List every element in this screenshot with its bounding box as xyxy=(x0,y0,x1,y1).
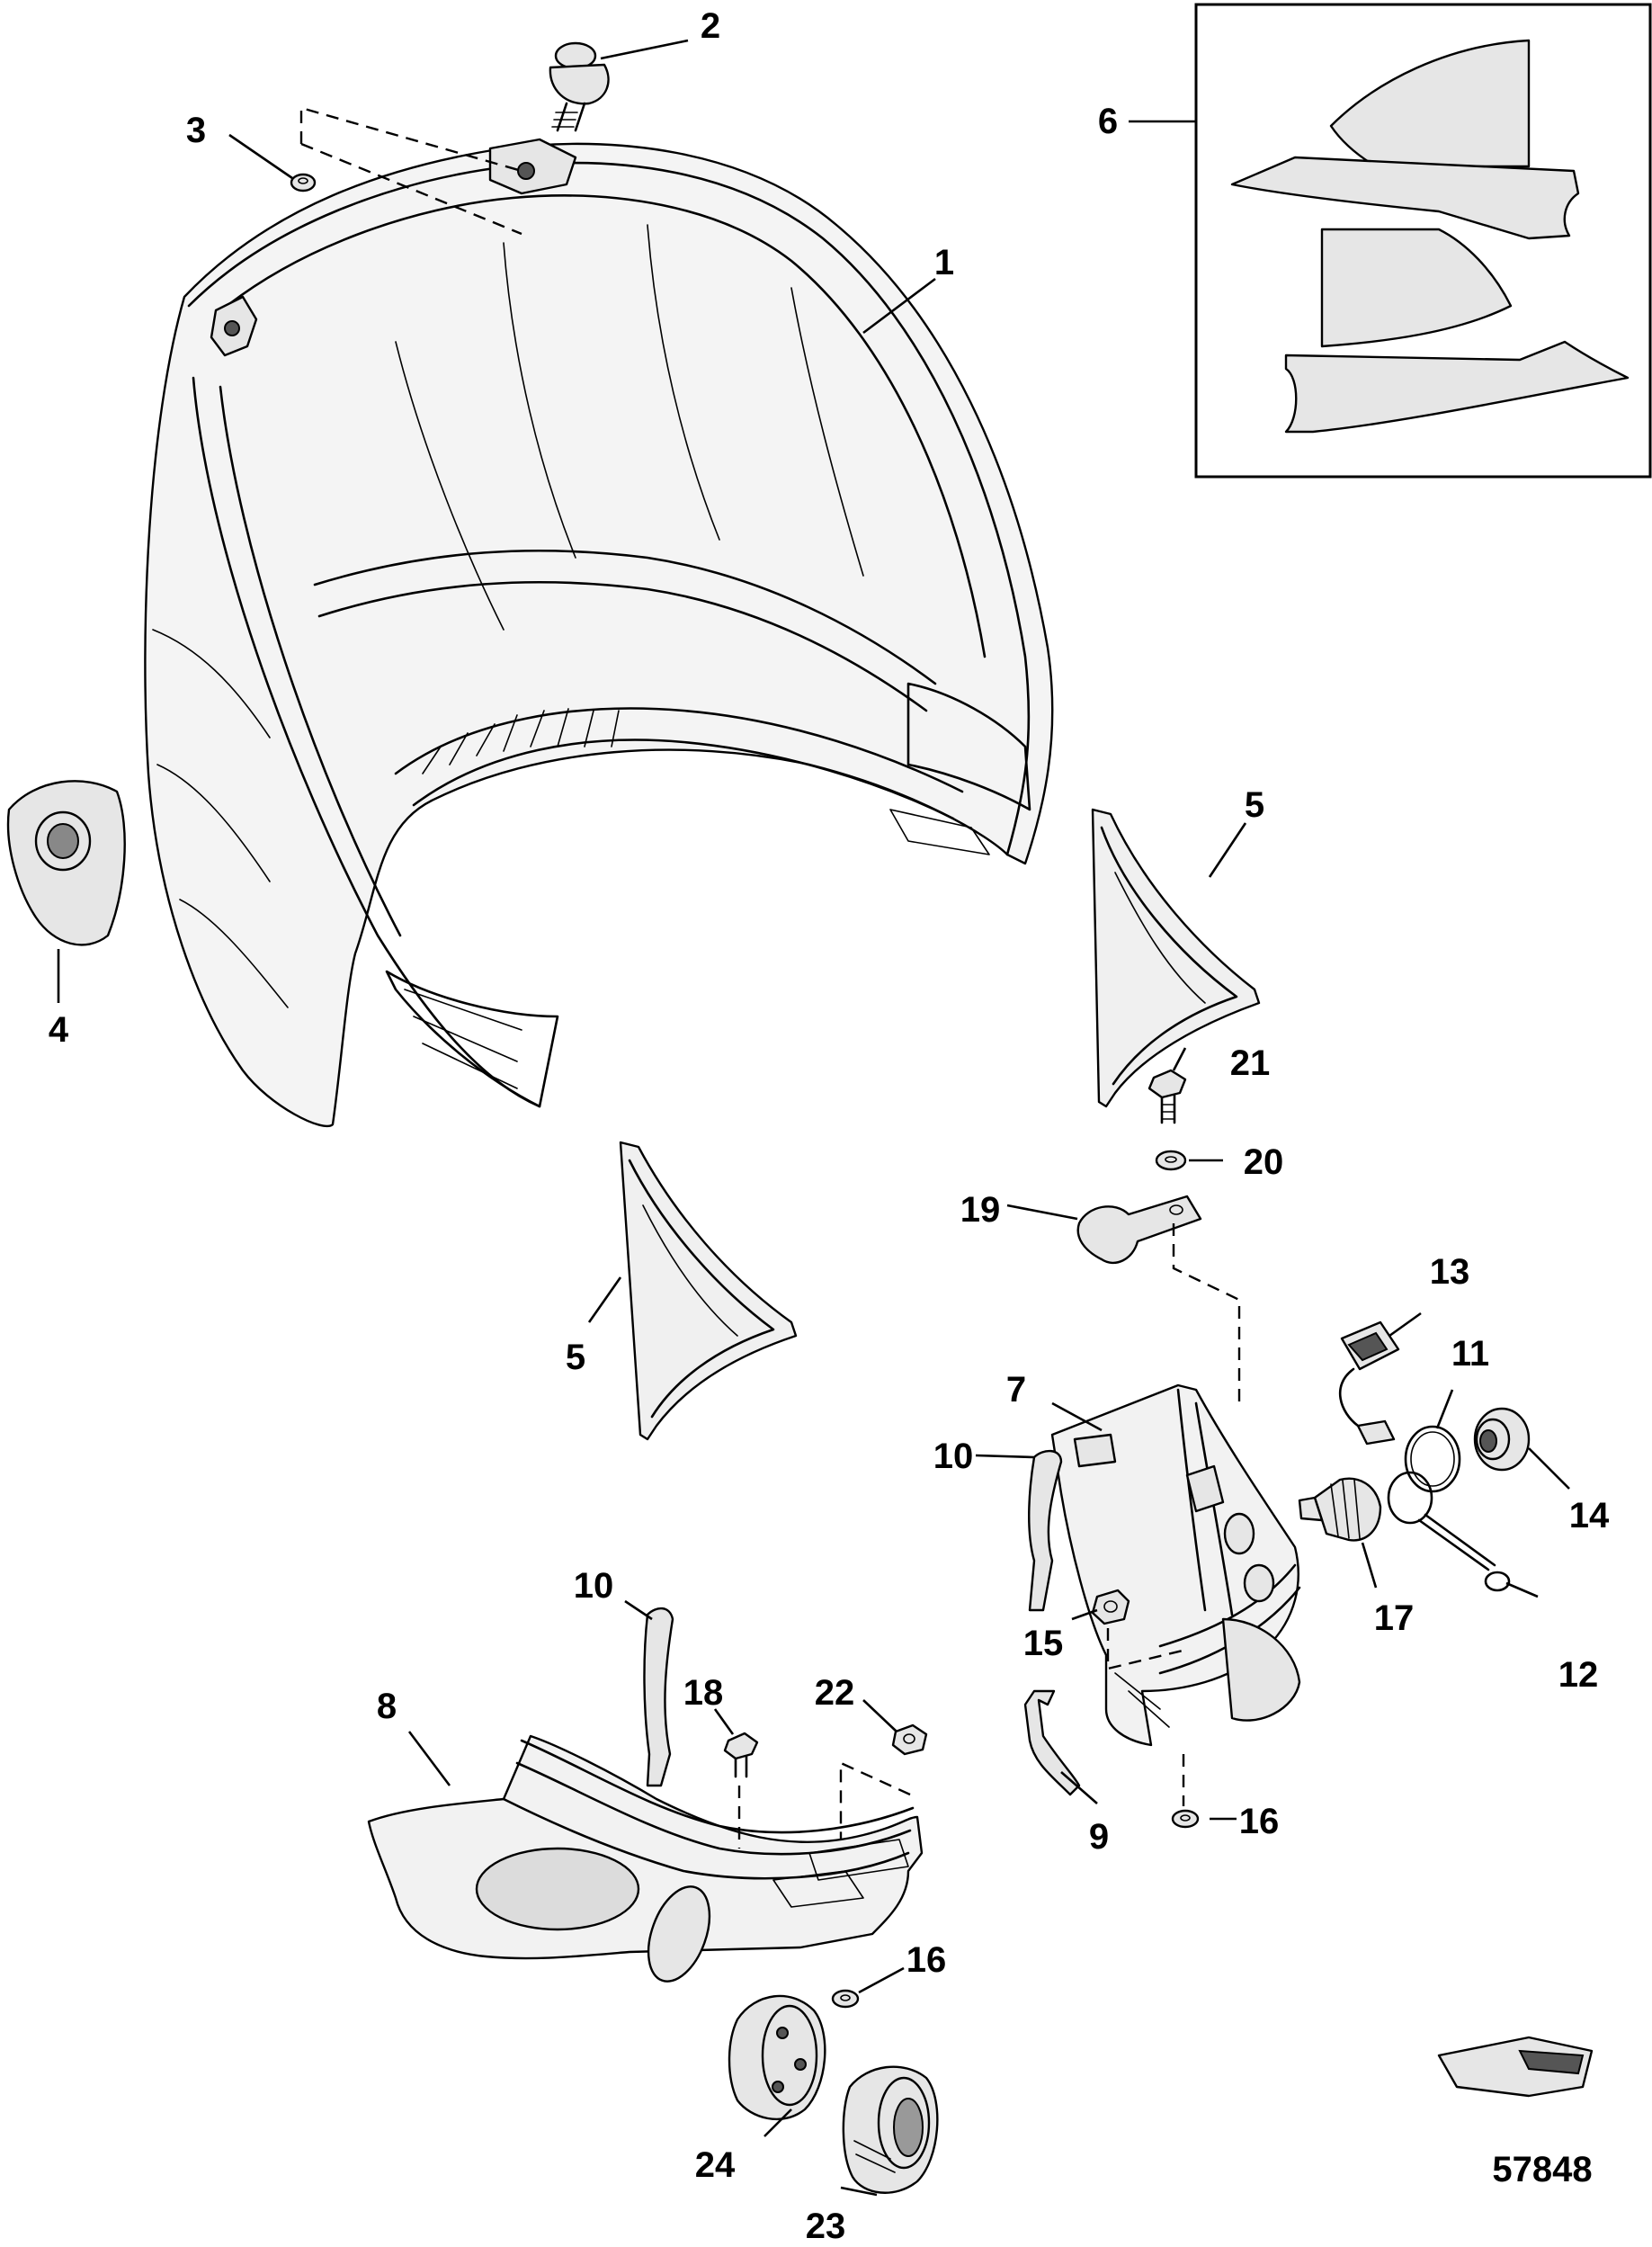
washer-20 xyxy=(1155,1150,1187,1171)
callout-22: 22 xyxy=(815,1673,855,1713)
callout-4: 4 xyxy=(49,1010,69,1050)
seal-strip-lower xyxy=(643,1607,674,1787)
dash-line-22 xyxy=(839,1761,911,1840)
callout-1: 1 xyxy=(934,243,954,282)
nut-22 xyxy=(891,1723,928,1756)
callout-15: 15 xyxy=(1023,1624,1064,1663)
grommet xyxy=(6,780,126,946)
callout-6: 6 xyxy=(1098,102,1118,141)
outboard-locator-icon xyxy=(1437,2036,1594,2098)
callout-13: 13 xyxy=(1430,1252,1470,1292)
callout-16-right: 16 xyxy=(1239,1802,1280,1841)
callout-19: 19 xyxy=(960,1190,1001,1230)
decal-kit-inset xyxy=(1194,3,1652,479)
callout-5-lower: 5 xyxy=(566,1338,585,1377)
callout-labels: 1 2 3 4 5 5 6 7 8 9 10 10 11 12 13 14 15… xyxy=(49,6,1610,2246)
callout-11: 11 xyxy=(1451,1334,1489,1374)
o-ring xyxy=(1404,1425,1461,1493)
top-cowl xyxy=(144,138,1054,1128)
side-seal-upper xyxy=(1091,808,1261,1108)
dash-line-15 xyxy=(1106,1628,1183,1670)
switch-connector xyxy=(1338,1320,1400,1446)
callout-10-lower: 10 xyxy=(574,1566,614,1606)
callout-21: 21 xyxy=(1230,1043,1271,1083)
callout-24: 24 xyxy=(695,2145,736,2185)
callout-14: 14 xyxy=(1569,1496,1610,1535)
washer-16-right xyxy=(1171,1809,1200,1829)
rear-bottom-cowl xyxy=(1050,1383,1301,1747)
callout-20: 20 xyxy=(1244,1142,1284,1182)
collar xyxy=(842,2065,939,2194)
dash-line-19-to-cowl xyxy=(1172,1223,1241,1403)
side-seal-lower xyxy=(619,1141,798,1441)
bracket xyxy=(1023,1689,1081,1796)
callout-16-lower: 16 xyxy=(906,1940,947,1980)
dash-line-3-to-cowl xyxy=(299,106,522,236)
callout-10-upper: 10 xyxy=(933,1437,974,1476)
callout-9: 9 xyxy=(1089,1817,1109,1857)
tether-strap xyxy=(1387,1471,1511,1592)
figure-number: 57848 xyxy=(1492,2150,1592,2189)
bolt-18 xyxy=(723,1732,759,1778)
seal-strip-upper xyxy=(1028,1449,1063,1612)
small-nut xyxy=(290,173,317,192)
bolt-21 xyxy=(1147,1069,1187,1124)
callout-8: 8 xyxy=(377,1687,397,1726)
callout-2: 2 xyxy=(701,6,720,46)
callout-5-upper: 5 xyxy=(1245,785,1264,825)
callout-17: 17 xyxy=(1374,1598,1415,1638)
nut-15 xyxy=(1091,1589,1130,1625)
fitting-17 xyxy=(1298,1477,1382,1542)
callout-18: 18 xyxy=(683,1673,724,1713)
front-bottom-cowl xyxy=(367,1734,924,1983)
callout-3: 3 xyxy=(186,111,206,150)
adapter-sleeve xyxy=(728,1994,826,2121)
callout-12: 12 xyxy=(1558,1655,1599,1695)
latch-fastener xyxy=(549,41,610,132)
hose-clamp xyxy=(1076,1195,1202,1265)
leader-lines xyxy=(57,39,1570,2197)
flush-fitting xyxy=(1473,1407,1531,1472)
washer-16-lower xyxy=(831,1989,860,2009)
callout-23: 23 xyxy=(806,2207,846,2246)
callout-7: 7 xyxy=(1006,1370,1026,1410)
